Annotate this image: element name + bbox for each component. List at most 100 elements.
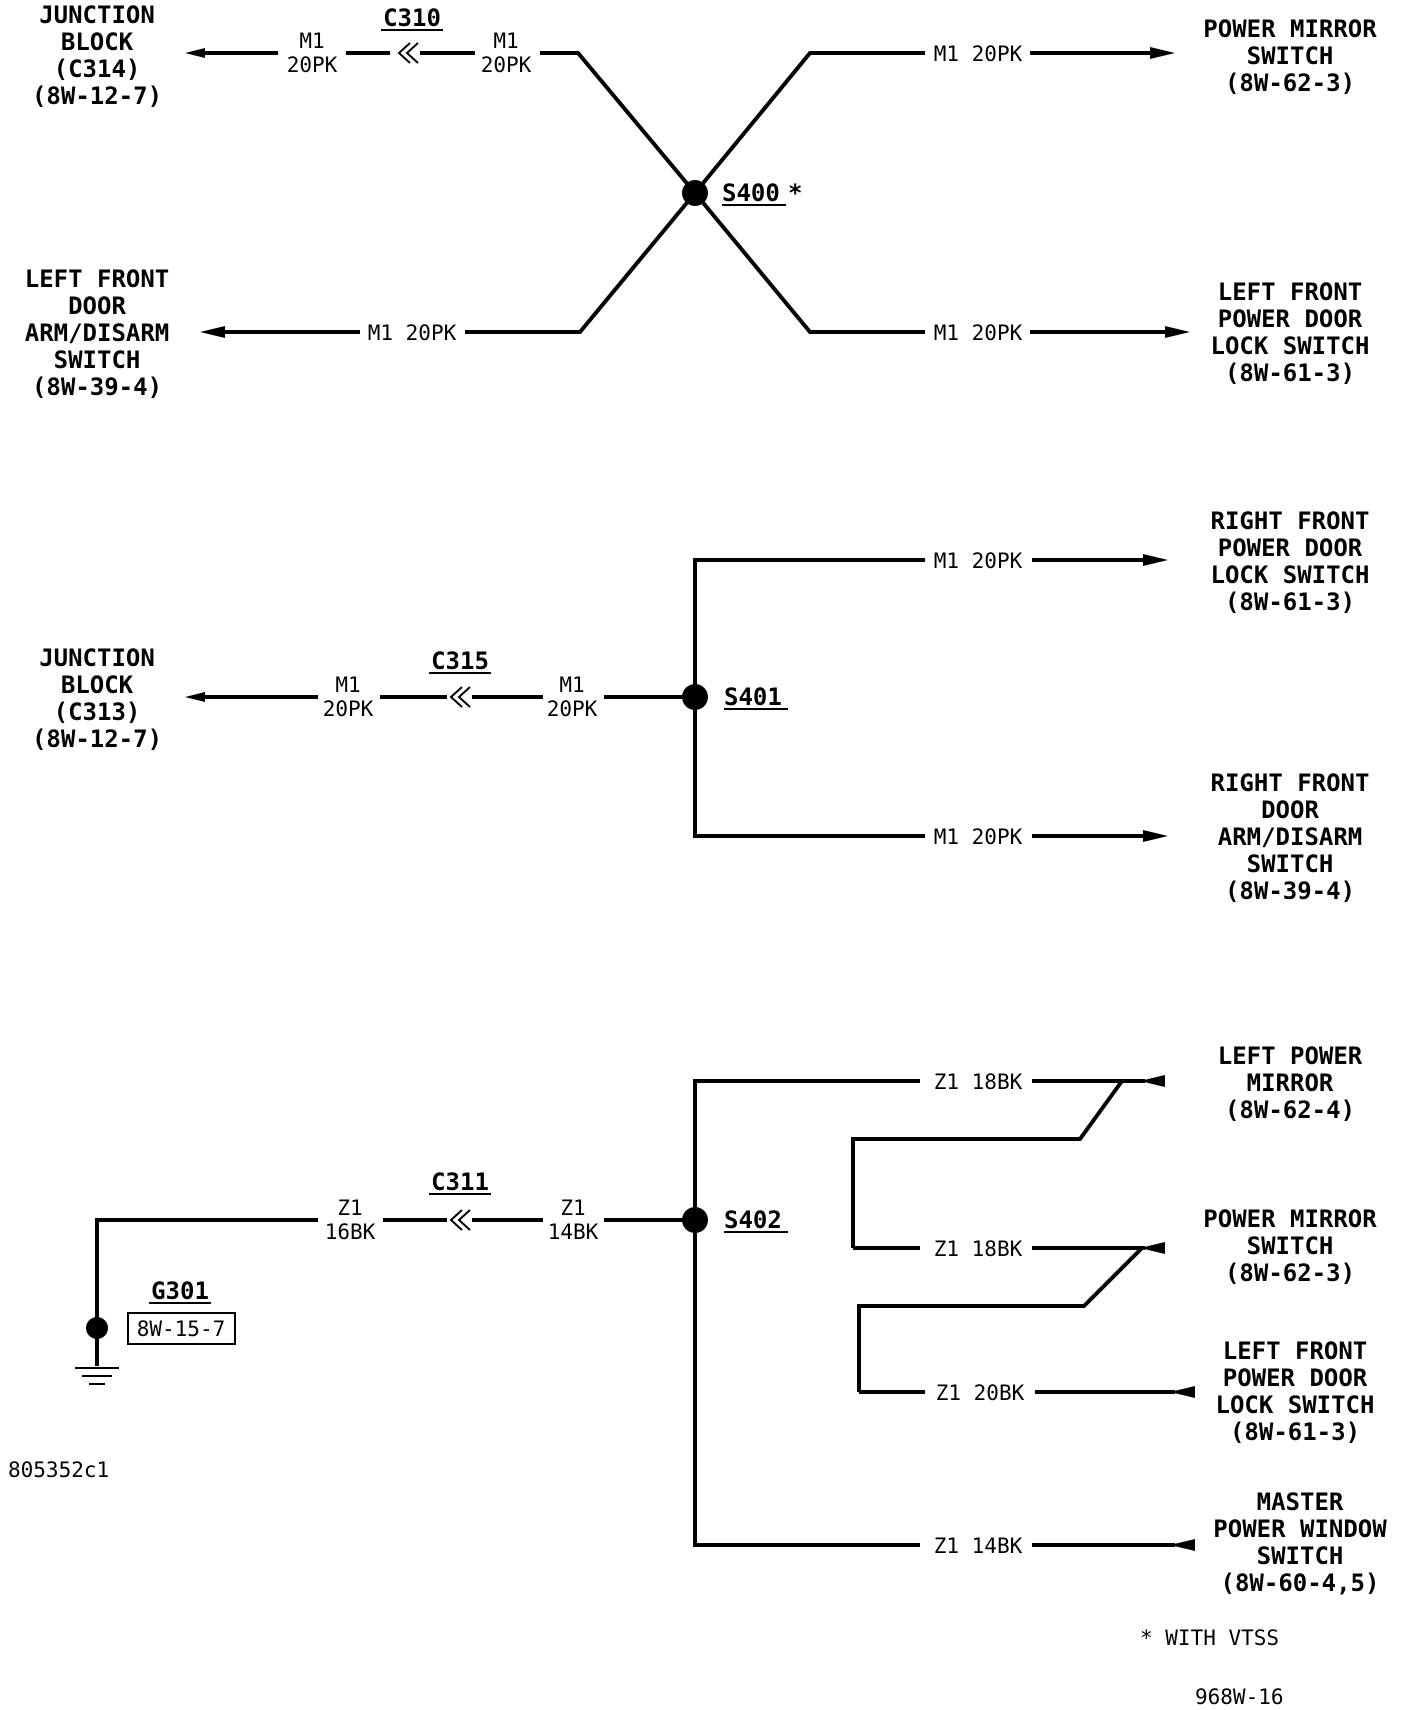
- component-label-line: POWER DOOR: [1223, 1364, 1368, 1392]
- wire-label: M1 20PK: [368, 321, 457, 345]
- s400-section: JUNCTION BLOCK (C314) (8W-12-7) M1 20PK …: [25, 1, 1377, 401]
- component-label-line: LOCK SWITCH: [1211, 561, 1370, 589]
- component-label-line: BLOCK: [61, 671, 134, 699]
- component-label-line: (8W-39-4): [32, 373, 162, 401]
- arrow-left-icon: [1170, 1386, 1195, 1398]
- component-label-line: (8W-39-4): [1225, 877, 1355, 905]
- left-front-door-arm-disarm-label: LEFT FRONT DOOR ARM/DISARM SWITCH (8W-39…: [25, 265, 170, 401]
- splice-asterisk: *: [788, 179, 802, 207]
- component-label-line: LOCK SWITCH: [1211, 332, 1370, 360]
- power-mirror-switch-top-label: POWER MIRROR SWITCH (8W-62-3): [1203, 15, 1377, 97]
- connector-label: C315: [431, 647, 489, 675]
- splice-label: S402: [724, 1206, 782, 1234]
- s402-section: LEFT POWER MIRROR (8W-62-4) Z1 18BK POWE…: [75, 1042, 1387, 1597]
- component-label-line: BLOCK: [61, 28, 134, 56]
- ground-ref-box: [127, 1312, 236, 1345]
- component-label-line: (C313): [54, 698, 141, 726]
- component-label-line: (8W-12-7): [32, 725, 162, 753]
- component-label-line: (C314): [54, 55, 141, 83]
- arrow-right-icon: [1165, 326, 1190, 338]
- wire-segment: [693, 1220, 920, 1547]
- component-label-line: SWITCH: [1247, 1232, 1334, 1260]
- wire-label: 20PK: [323, 697, 374, 721]
- component-label-line: RIGHT FRONT: [1211, 769, 1370, 797]
- component-label-line: LEFT FRONT: [25, 265, 170, 293]
- wire-label: Z1 18BK: [934, 1237, 1023, 1261]
- component-label-line: ARM/DISARM: [1218, 823, 1363, 851]
- arrow-left-icon: [200, 326, 225, 338]
- wire-label: M1: [299, 29, 324, 53]
- component-label-line: DOOR: [68, 292, 126, 320]
- wire-jumper: [851, 1079, 1124, 1248]
- splice-label: S400: [722, 179, 780, 207]
- wire-label: M1 20PK: [934, 825, 1023, 849]
- component-label-line: SWITCH: [1257, 1542, 1344, 1570]
- wire-label: M1 20PK: [934, 549, 1023, 573]
- splice-label: S401: [724, 683, 782, 711]
- ground-ref-label: 8W-15-7: [137, 1317, 226, 1341]
- arrow-left-icon: [1140, 1075, 1165, 1087]
- wire-label: 14BK: [548, 1220, 599, 1244]
- wire-label: M1: [559, 673, 584, 697]
- wire-label: Z1: [560, 1196, 585, 1220]
- power-mirror-switch-bottom-label: POWER MIRROR SWITCH (8W-62-3): [1203, 1205, 1377, 1287]
- left-front-power-door-lock-bottom-label: LEFT FRONT POWER DOOR LOCK SWITCH (8W-61…: [1216, 1337, 1375, 1446]
- wire-segment: [465, 191, 697, 334]
- connector-c311: C311: [429, 1168, 491, 1231]
- s401-section: RIGHT FRONT POWER DOOR LOCK SWITCH (8W-6…: [32, 507, 1370, 905]
- component-label-line: POWER MIRROR: [1203, 15, 1377, 43]
- component-label-line: POWER WINDOW: [1213, 1515, 1387, 1543]
- wire-label: M1 20PK: [934, 321, 1023, 345]
- arrow-left-icon: [1170, 1539, 1195, 1551]
- left-power-mirror-label: LEFT POWER MIRROR (8W-62-4): [1218, 1042, 1363, 1124]
- wire-label: Z1 18BK: [934, 1070, 1023, 1094]
- component-label-line: DOOR: [1261, 796, 1319, 824]
- wire-label: 20PK: [481, 53, 532, 77]
- wire-label: Z1 14BK: [934, 1534, 1023, 1558]
- junction-block-c313-label: JUNCTION BLOCK (C313) (8W-12-7): [32, 644, 162, 753]
- ground-label: G301: [151, 1277, 209, 1305]
- wire-segment: [693, 697, 925, 838]
- arrow-left-icon: [185, 692, 205, 702]
- connector-c315: C315: [429, 647, 491, 708]
- connector-c310: C310: [381, 4, 443, 64]
- component-label-line: LOCK SWITCH: [1216, 1391, 1375, 1419]
- arrow-left-icon: [185, 48, 205, 58]
- component-label-line: LEFT POWER: [1218, 1042, 1363, 1070]
- component-label-line: MIRROR: [1247, 1069, 1334, 1097]
- image-code: 805352c1: [8, 1458, 109, 1482]
- master-power-window-switch-label: MASTER POWER WINDOW SWITCH (8W-60-4,5): [1213, 1488, 1387, 1597]
- component-label-line: RIGHT FRONT: [1211, 507, 1370, 535]
- arrow-right-icon: [1150, 47, 1175, 59]
- component-label-line: SWITCH: [1247, 42, 1334, 70]
- wire-segment: [95, 1218, 318, 1328]
- ground-icon: [75, 1367, 119, 1385]
- component-label-line: (8W-61-3): [1225, 588, 1355, 616]
- component-label-line: POWER DOOR: [1218, 534, 1363, 562]
- arrow-left-icon: [1140, 1242, 1165, 1254]
- wire-label: 20PK: [287, 53, 338, 77]
- wire-segment: [693, 558, 925, 697]
- connector-label: C310: [383, 4, 441, 32]
- component-label-line: (8W-62-3): [1225, 1259, 1355, 1287]
- wire-label: Z1: [337, 1196, 362, 1220]
- component-label-line: JUNCTION: [39, 1, 155, 29]
- component-label-line: (8W-12-7): [32, 82, 162, 110]
- component-label-line: LEFT FRONT: [1218, 278, 1363, 306]
- wire-label: Z1 20BK: [936, 1381, 1025, 1405]
- wire-label: M1 20PK: [934, 42, 1023, 66]
- wire-jumper: [857, 1246, 1144, 1392]
- component-label-line: (8W-62-4): [1225, 1096, 1355, 1124]
- component-label-line: MASTER: [1257, 1488, 1344, 1516]
- component-label-line: (8W-62-3): [1225, 69, 1355, 97]
- wire-segment: [693, 191, 925, 334]
- component-label-line: JUNCTION: [39, 644, 155, 672]
- wire-segment: [540, 51, 697, 195]
- connector-label: C311: [431, 1168, 489, 1196]
- arrow-right-icon: [1143, 554, 1168, 566]
- footnote: * WITH VTSS: [1140, 1626, 1279, 1650]
- wire-label: 16BK: [325, 1220, 376, 1244]
- wire-label: M1: [493, 29, 518, 53]
- component-label-line: (8W-61-3): [1230, 1418, 1360, 1446]
